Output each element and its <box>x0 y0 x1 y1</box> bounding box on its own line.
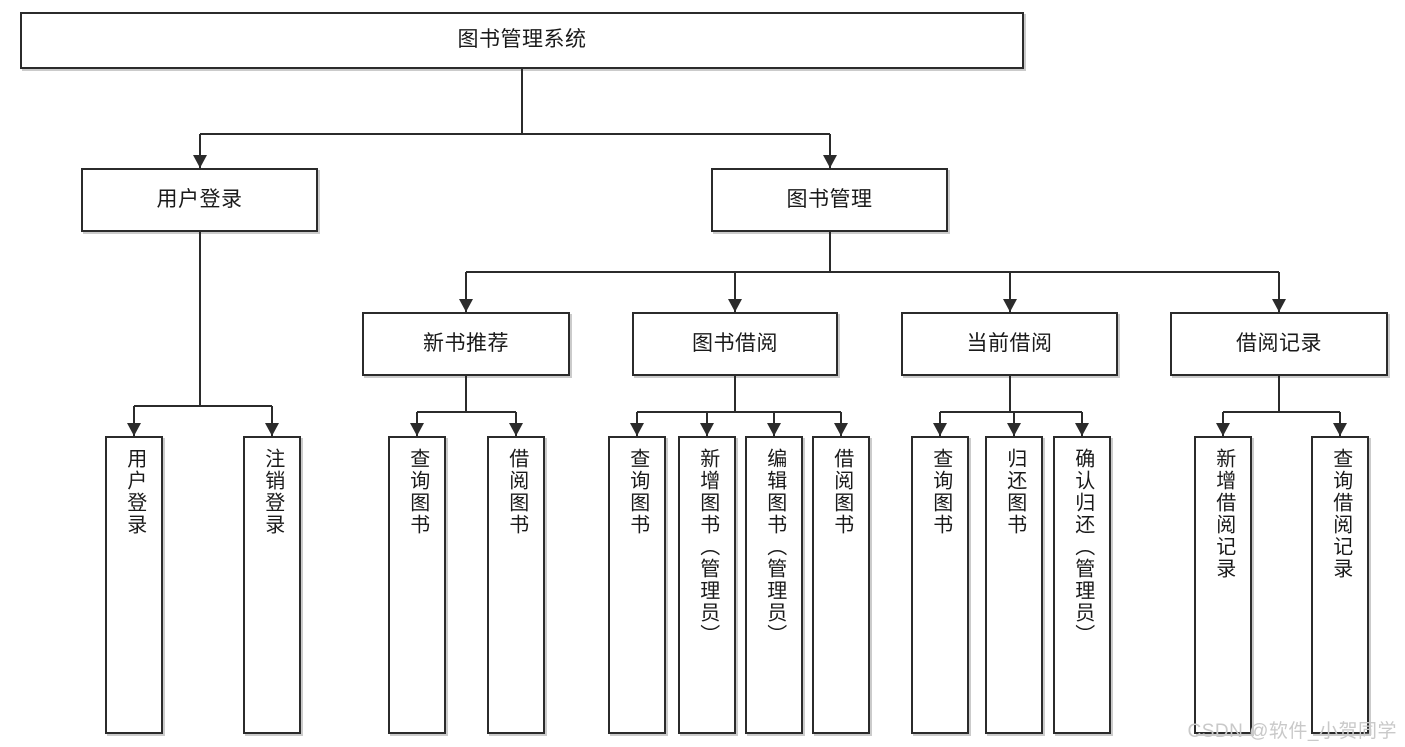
node-current-borrow[interactable]: 当前借阅 <box>901 312 1118 376</box>
leaf-node-add-book[interactable]: 新增图书（管理员） <box>678 436 736 734</box>
connector-line-vertical <box>1278 376 1280 412</box>
node-label: 图书管理 <box>786 187 873 211</box>
arrow-head-icon <box>630 423 644 436</box>
node-label: 查询图书 <box>626 448 649 536</box>
arrow-head-icon <box>265 423 279 436</box>
arrow-head-icon <box>459 299 473 312</box>
node-label: 图书管理系统 <box>457 28 587 52</box>
node-label: 查询图书 <box>406 448 429 536</box>
connector-line-vertical <box>828 134 831 168</box>
node-label: 确认归还（管理员） <box>1071 448 1094 646</box>
arrow-head-icon <box>509 423 523 436</box>
node-book-manage[interactable]: 图书管理 <box>711 168 948 232</box>
connector-line-vertical <box>271 406 273 436</box>
connector-line-vertical <box>465 272 467 312</box>
node-label: 用户登录 <box>123 448 146 536</box>
connector-line-vertical <box>521 69 523 134</box>
node-label: 新书推荐 <box>423 331 509 355</box>
arrow-head-icon <box>1075 423 1089 436</box>
node-book-borrow[interactable]: 图书借阅 <box>632 312 838 376</box>
leaf-node-query-book-2[interactable]: 查询图书 <box>608 436 666 734</box>
leaf-node-confirm-return[interactable]: 确认归还（管理员） <box>1053 436 1111 734</box>
connector-line-vertical <box>734 376 736 412</box>
arrow-head-icon <box>127 423 141 436</box>
leaf-node-add-borrow-record[interactable]: 新增借阅记录 <box>1194 436 1252 734</box>
arrow-head-icon <box>410 423 424 436</box>
node-label: 借阅图书 <box>505 448 528 536</box>
arrow-head-icon <box>933 423 947 436</box>
leaf-node-query-book-3[interactable]: 查询图书 <box>911 436 969 734</box>
arrow-head-icon <box>192 155 207 168</box>
arrow-head-icon <box>834 423 848 436</box>
leaf-node-user-login[interactable]: 用户登录 <box>105 436 163 734</box>
leaf-node-edit-book[interactable]: 编辑图书（管理员） <box>745 436 803 734</box>
node-label: 新增图书（管理员） <box>696 448 719 646</box>
leaf-node-return-book[interactable]: 归还图书 <box>985 436 1043 734</box>
connector-line-vertical <box>198 232 201 406</box>
leaf-node-borrow-book-2[interactable]: 借阅图书 <box>812 436 870 734</box>
node-label: 注销登录 <box>261 448 284 536</box>
connector-line-horizontal <box>940 411 1082 413</box>
node-label: 借阅图书 <box>830 448 853 536</box>
node-label: 查询借阅记录 <box>1329 448 1352 580</box>
connector-line-vertical <box>734 272 736 312</box>
arrow-head-icon <box>1002 299 1017 312</box>
node-label: 借阅记录 <box>1236 331 1322 355</box>
node-label: 用户登录 <box>156 187 243 211</box>
arrow-head-icon <box>700 423 714 436</box>
node-label: 当前借阅 <box>966 331 1053 355</box>
node-label: 归还图书 <box>1003 448 1026 536</box>
node-label: 编辑图书（管理员） <box>763 448 786 646</box>
connector-line-vertical <box>1008 272 1011 312</box>
connector-line-horizontal <box>637 411 841 413</box>
connector-line-vertical <box>465 376 467 412</box>
connector-line-vertical <box>1008 376 1011 412</box>
arrow-head-icon <box>767 423 781 436</box>
node-label: 新增借阅记录 <box>1212 448 1235 580</box>
arrow-head-icon <box>1216 423 1230 436</box>
connector-line-vertical <box>1278 272 1280 312</box>
node-user-login[interactable]: 用户登录 <box>81 168 318 232</box>
leaf-node-borrow-book-1[interactable]: 借阅图书 <box>487 436 545 734</box>
node-new-book-recommend[interactable]: 新书推荐 <box>362 312 570 376</box>
arrow-head-icon <box>1272 299 1286 312</box>
arrow-head-icon <box>822 155 837 168</box>
connector-line-vertical <box>828 232 831 272</box>
arrow-head-icon <box>1333 423 1347 436</box>
node-label: 图书借阅 <box>692 331 778 355</box>
node-book-management-system[interactable]: 图书管理系统 <box>20 12 1024 69</box>
node-label: 查询图书 <box>929 448 952 536</box>
connector-line-horizontal <box>1223 411 1340 413</box>
connector-line-horizontal <box>466 271 1279 273</box>
leaf-node-query-borrow-record[interactable]: 查询借阅记录 <box>1311 436 1369 734</box>
node-borrow-record[interactable]: 借阅记录 <box>1170 312 1388 376</box>
connector-line-vertical <box>198 134 201 168</box>
leaf-node-query-book-1[interactable]: 查询图书 <box>388 436 446 734</box>
arrow-head-icon <box>728 299 742 312</box>
connector-line-horizontal <box>134 405 272 407</box>
connector-line-vertical <box>133 406 135 436</box>
connector-line-horizontal <box>199 133 830 135</box>
arrow-head-icon <box>1007 423 1021 436</box>
connector-line-horizontal <box>417 411 516 413</box>
leaf-node-logout[interactable]: 注销登录 <box>243 436 301 734</box>
